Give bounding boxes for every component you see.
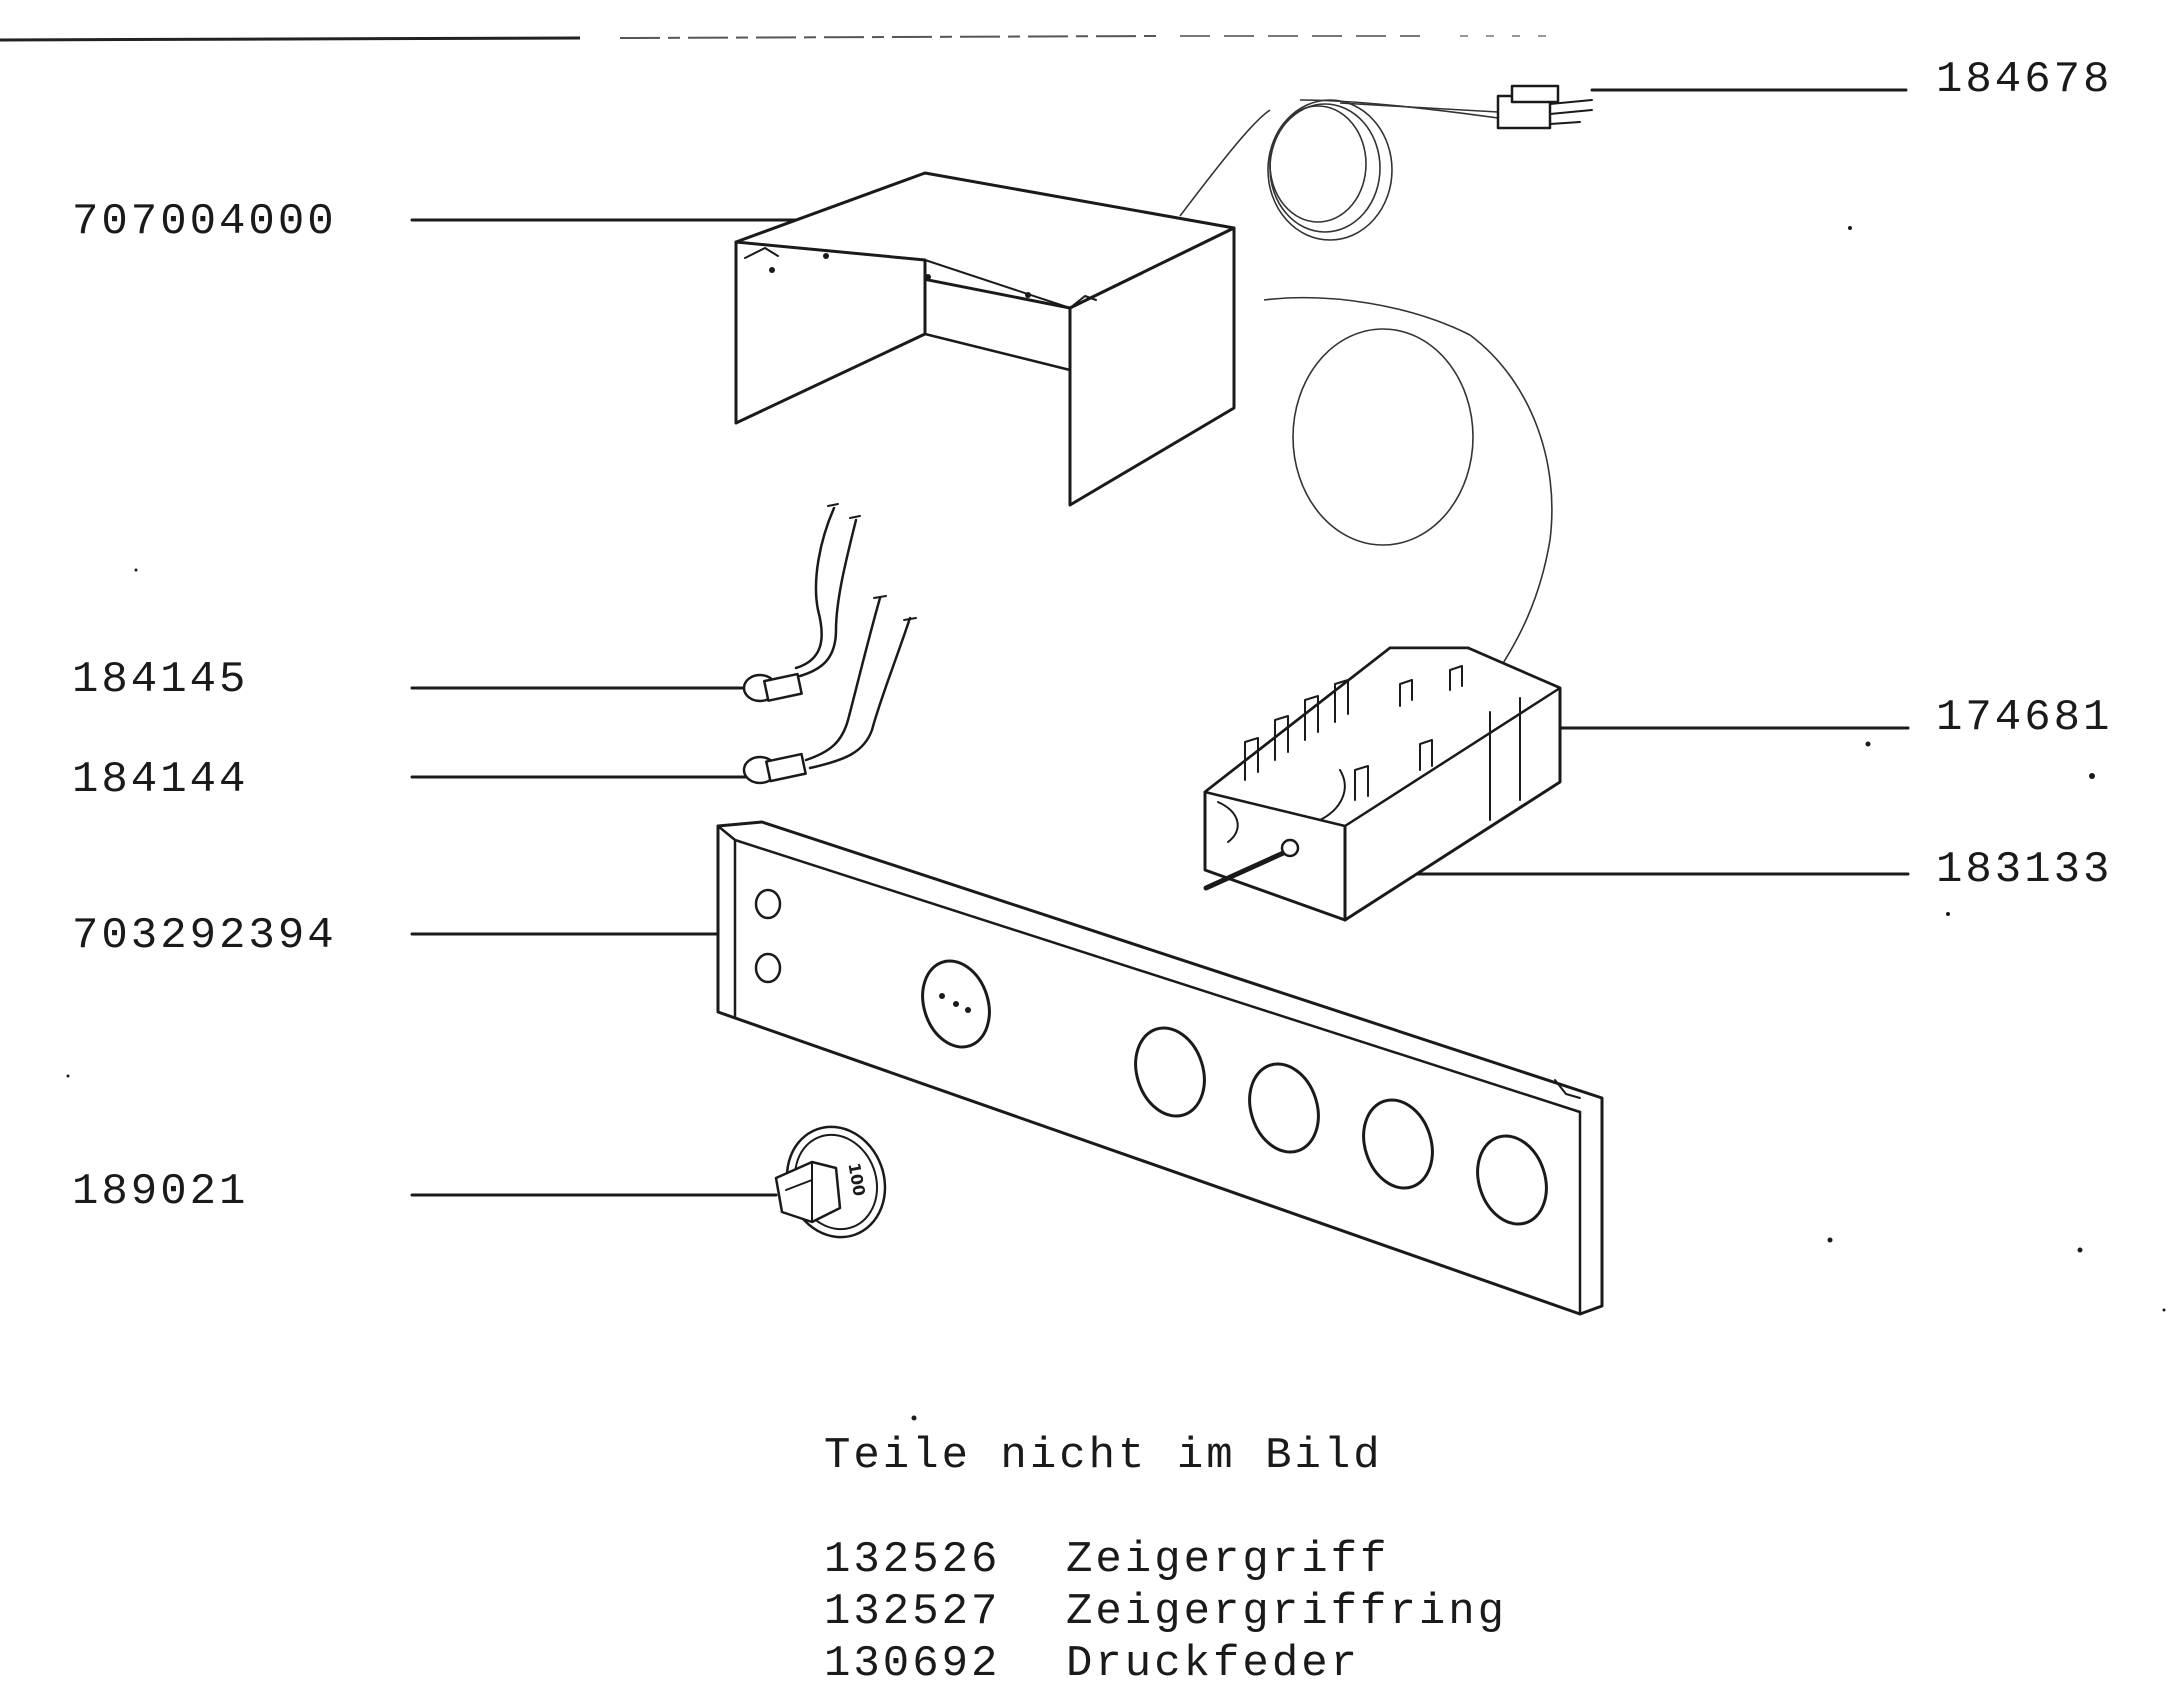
label-sensor-plug: 184678 <box>1936 55 2113 105</box>
knob-part <box>774 1125 887 1239</box>
label-pilot-lamp-1: 184145 <box>72 655 249 705</box>
capillary-loop <box>1263 296 1553 669</box>
regulator-part <box>1203 646 1562 922</box>
sensor-plug-part <box>1179 84 1593 241</box>
parts-not-shown-number: 132527 <box>824 1587 1001 1637</box>
parts-not-shown-heading: Teile nicht im Bild <box>824 1431 1383 1481</box>
top-cover-part <box>734 171 1236 507</box>
label-regulator: 183133 <box>1936 845 2113 895</box>
leader-lines <box>410 88 1910 1197</box>
label-knob: 189021 <box>72 1167 249 1217</box>
parts-not-shown-number: 132526 <box>824 1535 1001 1585</box>
label-top-cover: 707004000 <box>72 197 337 247</box>
pilot-lamps-part <box>742 503 917 785</box>
label-regulator-housing: 174681 <box>1936 693 2113 743</box>
label-pilot-lamp-2: 184144 <box>72 755 249 805</box>
scan-specks <box>66 226 2166 1421</box>
label-control-panel: 703292394 <box>72 911 337 961</box>
parts-not-shown-name: Zeigergriffring <box>1066 1587 1508 1637</box>
scan-top-rule <box>0 35 1560 42</box>
parts-not-shown-number: 130692 <box>824 1639 1001 1689</box>
parts-not-shown-name: Zeigergriff <box>1066 1535 1390 1585</box>
parts-not-shown-name: Druckfeder <box>1066 1639 1361 1689</box>
control-panel-part <box>716 820 1604 1316</box>
